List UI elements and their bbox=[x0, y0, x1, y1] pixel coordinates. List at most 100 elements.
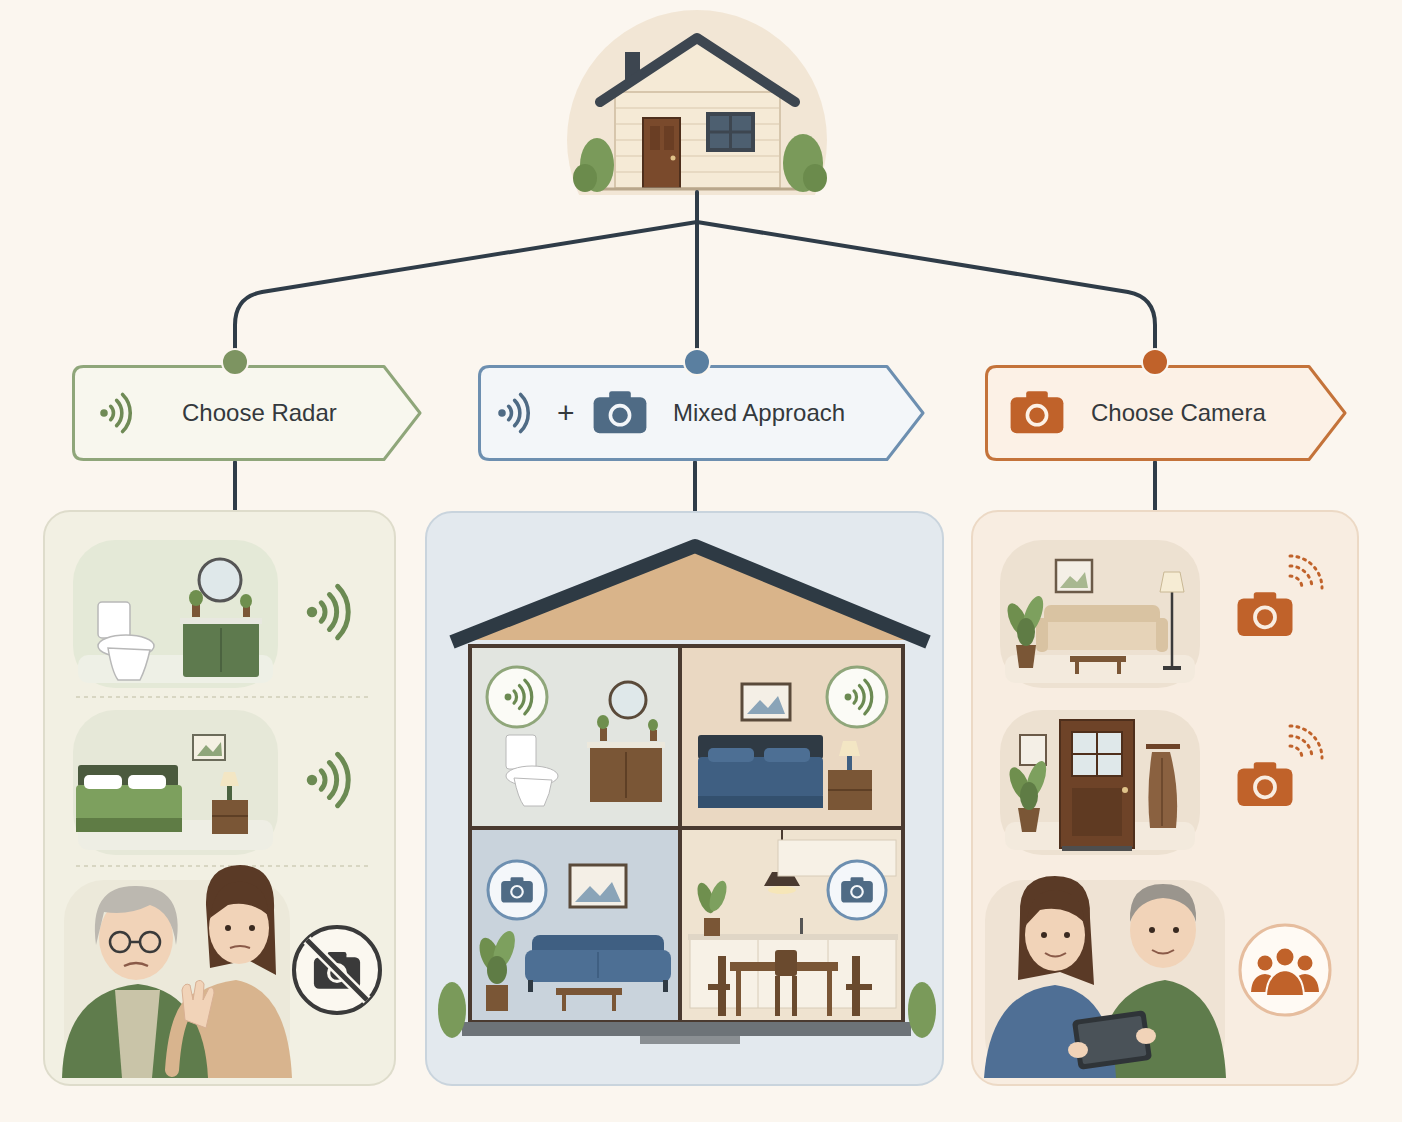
house-cross-section-part bbox=[747, 696, 785, 714]
people-declining-part bbox=[95, 886, 178, 945]
house-cross-section-part bbox=[597, 952, 599, 978]
tree-line-part bbox=[235, 222, 697, 352]
people-declining-part bbox=[182, 980, 214, 1028]
living-room-scene-part bbox=[1060, 572, 1088, 588]
radar-wave bbox=[509, 406, 512, 419]
no-camera-ring bbox=[294, 927, 380, 1013]
group-ring bbox=[1240, 925, 1330, 1015]
living-room-scene-part bbox=[1163, 666, 1181, 670]
living-room-scene-part bbox=[1038, 622, 1166, 650]
house-cross-section-part bbox=[698, 796, 823, 808]
home-illustration-part bbox=[664, 126, 674, 150]
house-cross-section-part bbox=[800, 918, 803, 934]
living-room-scene-part bbox=[1056, 560, 1092, 592]
house-cross-section-part bbox=[487, 956, 507, 984]
group-icon-part bbox=[1276, 948, 1295, 967]
house-cross-section-part bbox=[680, 828, 903, 1022]
house-cross-section-part bbox=[828, 789, 872, 791]
no-camera-slash bbox=[307, 940, 367, 1000]
camera-icon bbox=[1238, 592, 1293, 636]
radar-wave bbox=[338, 586, 349, 637]
home-illustration-part bbox=[567, 10, 827, 195]
people-declining bbox=[62, 865, 292, 1078]
house-cross-section-part bbox=[764, 748, 810, 762]
house-cross-section-part bbox=[828, 770, 872, 810]
house-cross-section-part bbox=[525, 950, 671, 982]
house-cross-section-part bbox=[590, 746, 662, 802]
house-cross-section-part bbox=[775, 976, 780, 1016]
panel-icons bbox=[294, 556, 1330, 1015]
living-room-scene-part bbox=[1016, 645, 1036, 668]
house-cross-section-part bbox=[775, 950, 797, 976]
entry-scene-part bbox=[1072, 788, 1122, 836]
bedroom-scene-part bbox=[197, 742, 222, 756]
radar-icon bbox=[845, 680, 872, 714]
people-declining-part bbox=[115, 990, 160, 1078]
group-icon-part bbox=[1266, 970, 1304, 996]
living-room-scene-part bbox=[1156, 618, 1168, 652]
camera-icon bbox=[841, 877, 873, 902]
signal-arc bbox=[1290, 736, 1312, 758]
family-viewing-part bbox=[1045, 953, 1066, 957]
home-illustration-part bbox=[573, 164, 597, 192]
people-declining-part bbox=[124, 963, 148, 966]
home-illustration-part bbox=[650, 126, 660, 150]
living-room-scene-part bbox=[1000, 540, 1200, 688]
signal-arc bbox=[1290, 556, 1322, 588]
living-room-scene bbox=[1000, 540, 1200, 688]
family-viewing-part bbox=[1064, 932, 1070, 938]
branch-dot bbox=[222, 349, 248, 375]
bathroom-scene-part bbox=[240, 594, 252, 608]
entry-scene-part bbox=[1000, 710, 1200, 855]
house-cross-section-part bbox=[706, 879, 730, 914]
house-cross-section-part bbox=[648, 719, 658, 731]
tag-shape bbox=[74, 367, 421, 460]
bathroom-scene-part bbox=[180, 618, 262, 624]
radar-dot bbox=[100, 409, 108, 417]
bathroom-scene-part bbox=[189, 590, 203, 606]
camera-lens bbox=[610, 406, 629, 425]
family-viewing-part bbox=[1041, 932, 1047, 938]
house-cross-section-part bbox=[663, 980, 668, 992]
radar-wave bbox=[521, 394, 529, 431]
house-cross-section-part bbox=[640, 1036, 740, 1044]
camera-icon bbox=[1238, 762, 1293, 806]
tree-line-part bbox=[695, 222, 699, 352]
radar-wave bbox=[519, 686, 524, 709]
no-camera-slash bbox=[307, 940, 367, 1000]
house-cross-section-part bbox=[698, 757, 823, 799]
home-illustration-part bbox=[708, 114, 753, 150]
radar-wave bbox=[329, 763, 336, 798]
home-illustration-part bbox=[671, 156, 676, 161]
bedroom-scene-part bbox=[212, 800, 248, 834]
bathroom-scene-part bbox=[199, 559, 241, 601]
house-cross-section-part bbox=[575, 882, 621, 902]
tree-line-part bbox=[695, 192, 699, 222]
option-tag: Choose Camera bbox=[985, 365, 1347, 461]
entry-scene-part bbox=[1020, 782, 1038, 810]
group-icon-part bbox=[1298, 956, 1313, 971]
bathroom-scene-part bbox=[183, 622, 259, 677]
bedroom-scene-part bbox=[76, 785, 182, 821]
camera-icon bbox=[1011, 391, 1064, 433]
radar-wave bbox=[859, 686, 864, 709]
living-room-scene-part bbox=[1017, 618, 1035, 646]
radar-wave bbox=[865, 680, 872, 714]
family-viewing-part bbox=[1152, 950, 1174, 954]
radar-icon bbox=[498, 394, 528, 431]
radar-badge bbox=[827, 667, 887, 727]
bathroom-scene-part bbox=[98, 602, 130, 638]
house-cross-section-part bbox=[600, 728, 607, 741]
house-cross-section-part bbox=[908, 982, 936, 1038]
plus-sign: + bbox=[557, 395, 575, 431]
home-illustration-part bbox=[616, 108, 779, 172]
tree-line bbox=[235, 192, 1155, 514]
house-cross-section-part bbox=[486, 985, 508, 1011]
bedroom-scene bbox=[73, 710, 278, 855]
home-illustration-part bbox=[595, 188, 800, 191]
bedroom-scene-part bbox=[73, 710, 278, 855]
option-label: Choose Camera bbox=[1091, 399, 1266, 428]
camera-body bbox=[1238, 769, 1293, 807]
